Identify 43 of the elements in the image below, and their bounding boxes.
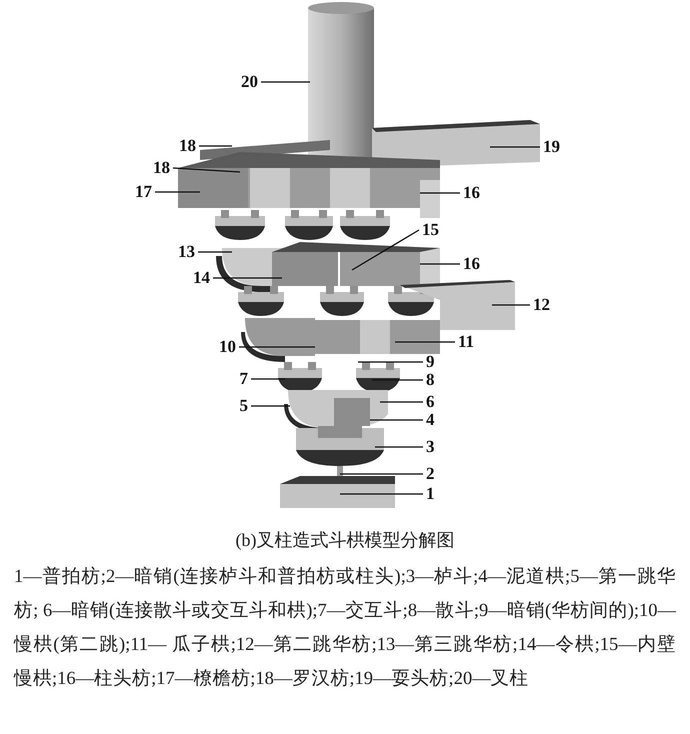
callout-number: 4	[426, 411, 434, 429]
callout-number: 1	[426, 485, 434, 503]
callout-number: 2	[426, 465, 434, 483]
leader-line	[372, 379, 423, 381]
callout-number: 15	[422, 221, 439, 239]
callout-number: 8	[426, 371, 434, 389]
leader-line	[340, 493, 423, 495]
leader-line	[370, 419, 423, 421]
leader-line	[261, 81, 310, 83]
callout-number: 9	[426, 353, 434, 371]
leader-line	[358, 361, 423, 363]
leader-line	[155, 191, 200, 193]
leader-line	[251, 378, 285, 380]
callout-number: 6	[426, 393, 434, 411]
leader-line	[199, 145, 232, 147]
callout-number: 17	[135, 183, 152, 201]
callout-number: 16	[463, 255, 480, 273]
callout-number: 5	[240, 397, 248, 415]
leader-line	[492, 304, 530, 306]
leader-line	[251, 405, 290, 407]
callout-number: 11	[458, 333, 474, 351]
callout-number: 14	[193, 269, 210, 287]
callout-number: 19	[543, 138, 560, 156]
leader-line	[420, 192, 460, 194]
callout-number: 3	[426, 438, 434, 456]
leader-line	[340, 473, 423, 475]
leader-line	[380, 401, 423, 403]
callout-number: 12	[533, 296, 550, 314]
figure-caption: (b)叉柱造式斗栱模型分解图	[234, 529, 456, 552]
leader-line	[490, 146, 540, 148]
leader-line	[375, 446, 423, 448]
leader-line	[198, 251, 232, 253]
parts-key-text: 1—普拍枋;2—暗销(连接栌斗和普拍枋或柱头);3—栌斗;4—泥道栱;5—第一跳华枋; 6—暗销(连接散斗或交互斗和栱);7—交互斗;8—散斗;9—暗销(华枋间的);10—慢栱(第二跳);11— 瓜子栱;12—第二跳华枋;13—第三跳华枋;14—令栱;15—内壁慢栱;16—柱头枋;17—橑檐枋;18—罗汉枋;19—耍头枋;20—叉柱	[14, 565, 676, 691]
leader-line	[395, 341, 455, 343]
callout-number: 13	[178, 243, 195, 261]
callout-number: 18	[179, 137, 196, 155]
leader-line	[420, 263, 460, 265]
callout-number: 10	[219, 338, 236, 356]
callout-number: 7	[240, 370, 248, 388]
leader-line	[352, 229, 420, 271]
callout-number: 20	[241, 73, 258, 91]
callout-number: 16	[463, 184, 480, 202]
callout-number: 18	[153, 159, 170, 177]
